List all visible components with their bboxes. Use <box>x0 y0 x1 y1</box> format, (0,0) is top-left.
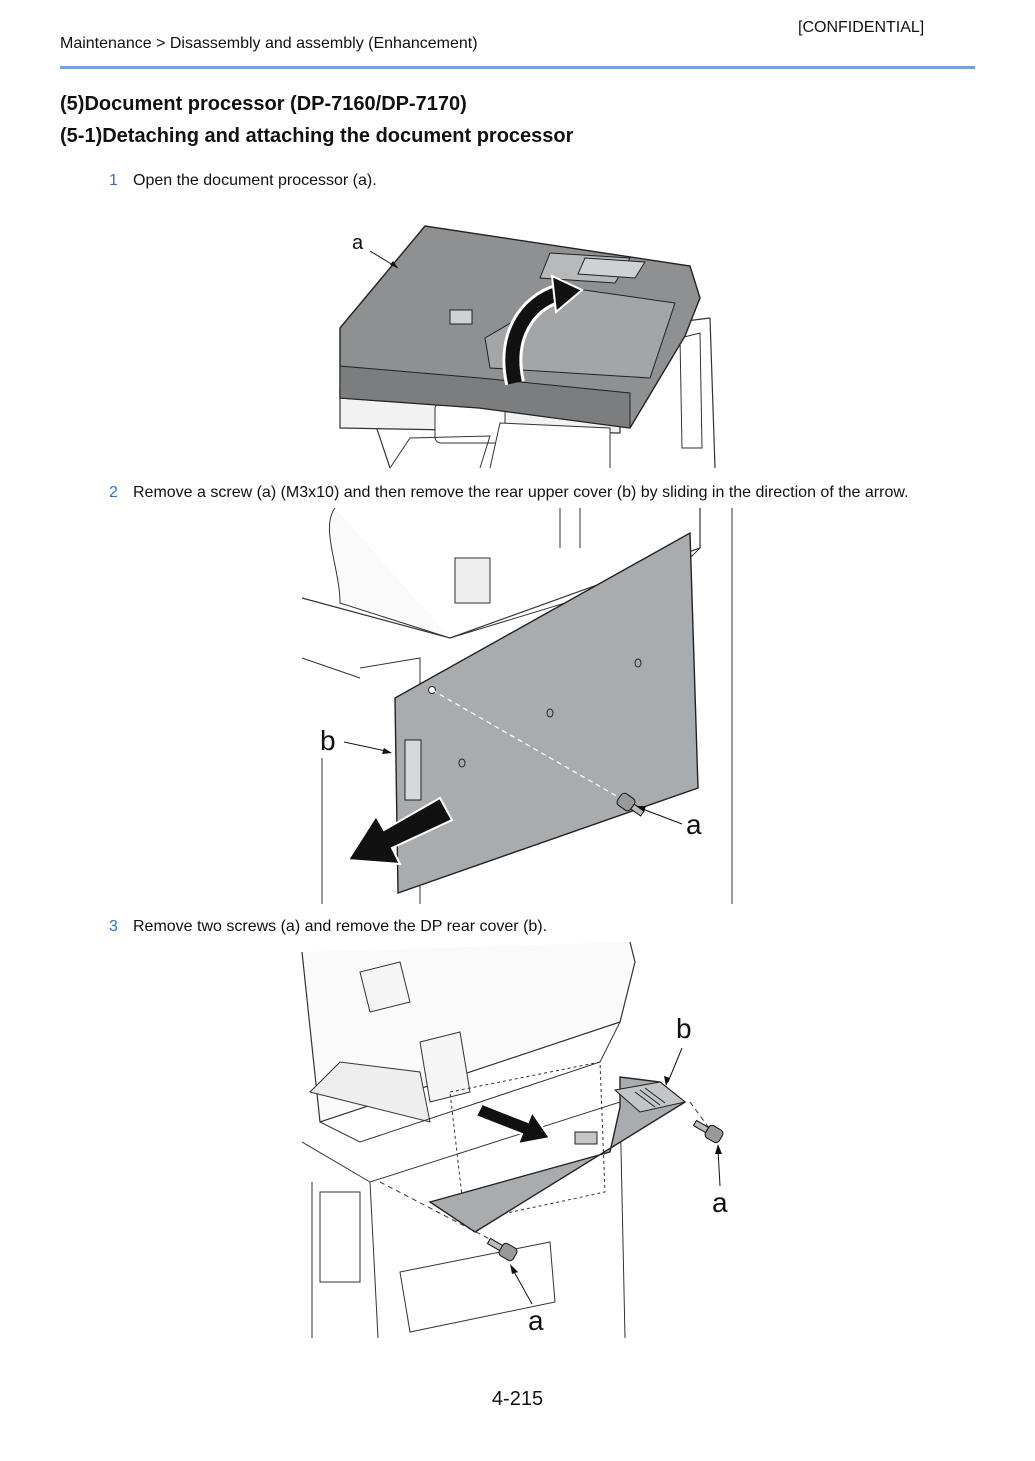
label-a: a <box>686 809 702 840</box>
step-text: Remove a screw (a) (M3x10) and then remo… <box>133 484 909 501</box>
step-2: 2 Remove a screw (a) (M3x10) and then rem… <box>109 484 908 502</box>
document-processor-open-illustration: a <box>339 225 716 469</box>
step-3: 3 Remove two screws (a) and remove the DP… <box>109 918 547 936</box>
label-a: a <box>352 232 364 254</box>
section-subtitle: (5-1)Detaching and attaching the documen… <box>60 125 574 147</box>
label-a: a <box>528 1305 544 1336</box>
header-rule <box>60 66 975 69</box>
confidential-label: [CONFIDENTIAL] <box>798 19 925 36</box>
dp-rear-cover-illustration: b a a <box>301 942 728 1338</box>
breadcrumb: Maintenance > Disassembly and assembly (… <box>60 35 478 52</box>
step-number: 2 <box>109 484 118 501</box>
rear-upper-cover-illustration: b a <box>301 508 733 904</box>
step-text: Open the document processor (a). <box>133 172 377 189</box>
step-number: 1 <box>109 172 118 189</box>
step-1: 1 Open the document processor (a). <box>109 172 377 190</box>
section-title: (5)Document processor (DP-7160/DP-7170) <box>60 93 467 115</box>
label-b: b <box>676 1013 692 1044</box>
step-number: 3 <box>109 918 118 935</box>
step-text: Remove two screws (a) and remove the DP … <box>133 918 548 935</box>
label-a: a <box>712 1187 728 1218</box>
label-b: b <box>320 725 336 756</box>
page-number: 4-215 <box>491 1388 544 1410</box>
